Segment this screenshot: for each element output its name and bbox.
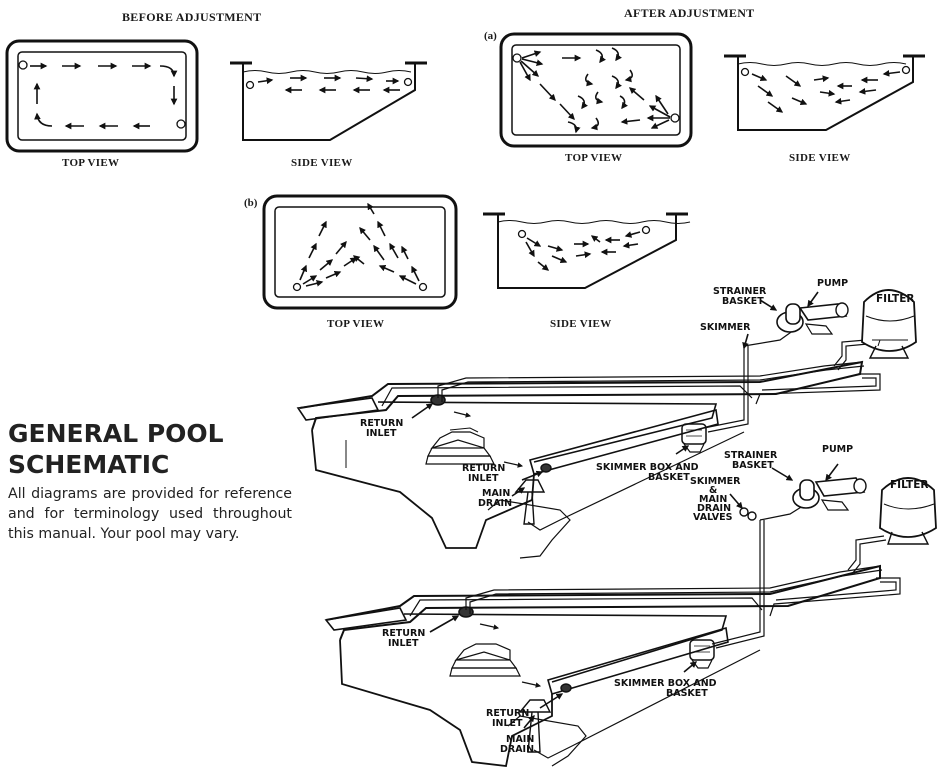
- after-b-top-view-caption: TOP VIEW: [327, 318, 385, 330]
- label-filter-2: FILTER: [890, 479, 928, 491]
- after-b-top-view: [262, 194, 458, 310]
- schematic-title: GENERAL POOL SCHEMATIC: [8, 419, 224, 479]
- label-pump-2: PUMP: [822, 444, 853, 455]
- after-b-side-view: [483, 212, 691, 289]
- schematic-description: All diagrams are provided for reference …: [8, 486, 292, 542]
- before-top-view: [5, 39, 199, 153]
- before-top-view-caption: TOP VIEW: [62, 157, 120, 169]
- label-pump-1: PUMP: [817, 278, 848, 289]
- label-skimmer-1: SKIMMER: [700, 322, 751, 333]
- before-side-view: [230, 61, 427, 141]
- after-a-side-view-caption: SIDE VIEW: [789, 152, 851, 164]
- after-b-side-view-caption: SIDE VIEW: [550, 318, 612, 330]
- diagram-a-tag: (a): [484, 30, 497, 42]
- before-adjustment-heading: BEFORE ADJUSTMENT: [122, 10, 262, 24]
- pool-schematic-upper: [296, 289, 917, 559]
- after-a-top-view-caption: TOP VIEW: [565, 152, 623, 164]
- after-adjustment-heading: AFTER ADJUSTMENT: [624, 6, 755, 20]
- after-a-side-view: [724, 54, 925, 131]
- pool-schematic-lower: [324, 463, 937, 767]
- label-filter-1: FILTER: [876, 293, 914, 305]
- after-a-top-view: [499, 32, 693, 148]
- before-side-view-caption: SIDE VIEW: [291, 157, 353, 169]
- diagram-b-tag: (b): [244, 197, 258, 209]
